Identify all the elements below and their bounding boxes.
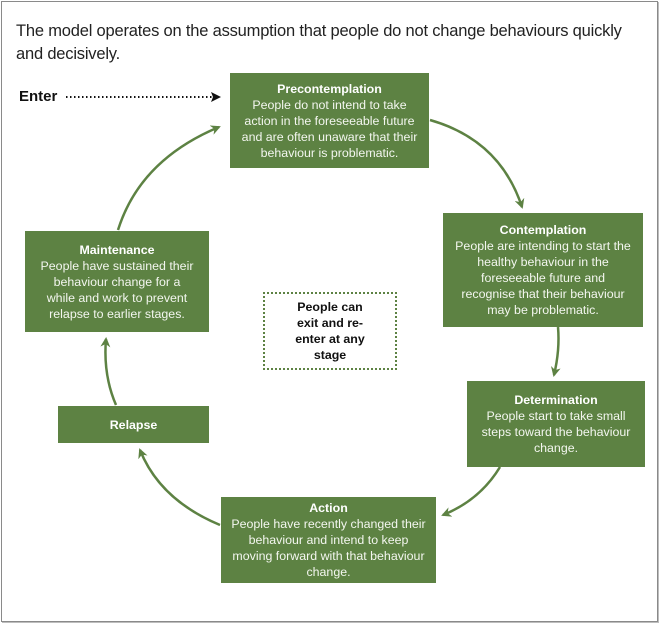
intro-text: The model operates on the assumption tha…	[16, 22, 622, 63]
stage-precontemplation: Precontemplation People do not intend to…	[230, 73, 429, 168]
arrow-precontemplation-to-contemplation	[429, 118, 525, 209]
stage-title: Maintenance	[79, 242, 155, 257]
stage-title: Action	[309, 501, 348, 515]
arrow-contemplation-to-determination	[551, 326, 561, 377]
arrow-determination-to-action	[441, 466, 502, 517]
exit-reenter-note: People can exit and re-enter at any stag…	[263, 292, 397, 370]
stage-title: Precontemplation	[277, 81, 382, 96]
stage-description: People have sustained their behaviour ch…	[40, 258, 194, 321]
arrow-action-to-relapse	[138, 448, 221, 527]
stage-title: Contemplation	[499, 223, 587, 237]
stage-description: People have recently changed their behav…	[231, 517, 426, 579]
arrow-maintenance-to-precontemplation	[116, 125, 221, 231]
note-text: People can exit and re-enter at any stag…	[295, 300, 365, 362]
enter-label: Enter	[19, 88, 58, 105]
stage-description: People start to take small steps toward …	[481, 409, 631, 455]
stage-title: Determination	[514, 393, 598, 407]
stage-title: Relapse	[109, 417, 158, 432]
stage-maintenance: Maintenance People have sustained their …	[25, 231, 209, 332]
stage-relapse: Relapse	[58, 406, 209, 443]
arrow-relapse-to-maintenance	[100, 337, 118, 406]
stage-description: People do not intend to take action in t…	[241, 97, 418, 160]
stage-description: People are intending to start the health…	[455, 239, 631, 317]
stage-action: Action People have recently changed thei…	[221, 497, 436, 583]
stage-determination: Determination People start to take small…	[467, 381, 645, 467]
stage-contemplation: Contemplation People are intending to st…	[443, 213, 643, 327]
